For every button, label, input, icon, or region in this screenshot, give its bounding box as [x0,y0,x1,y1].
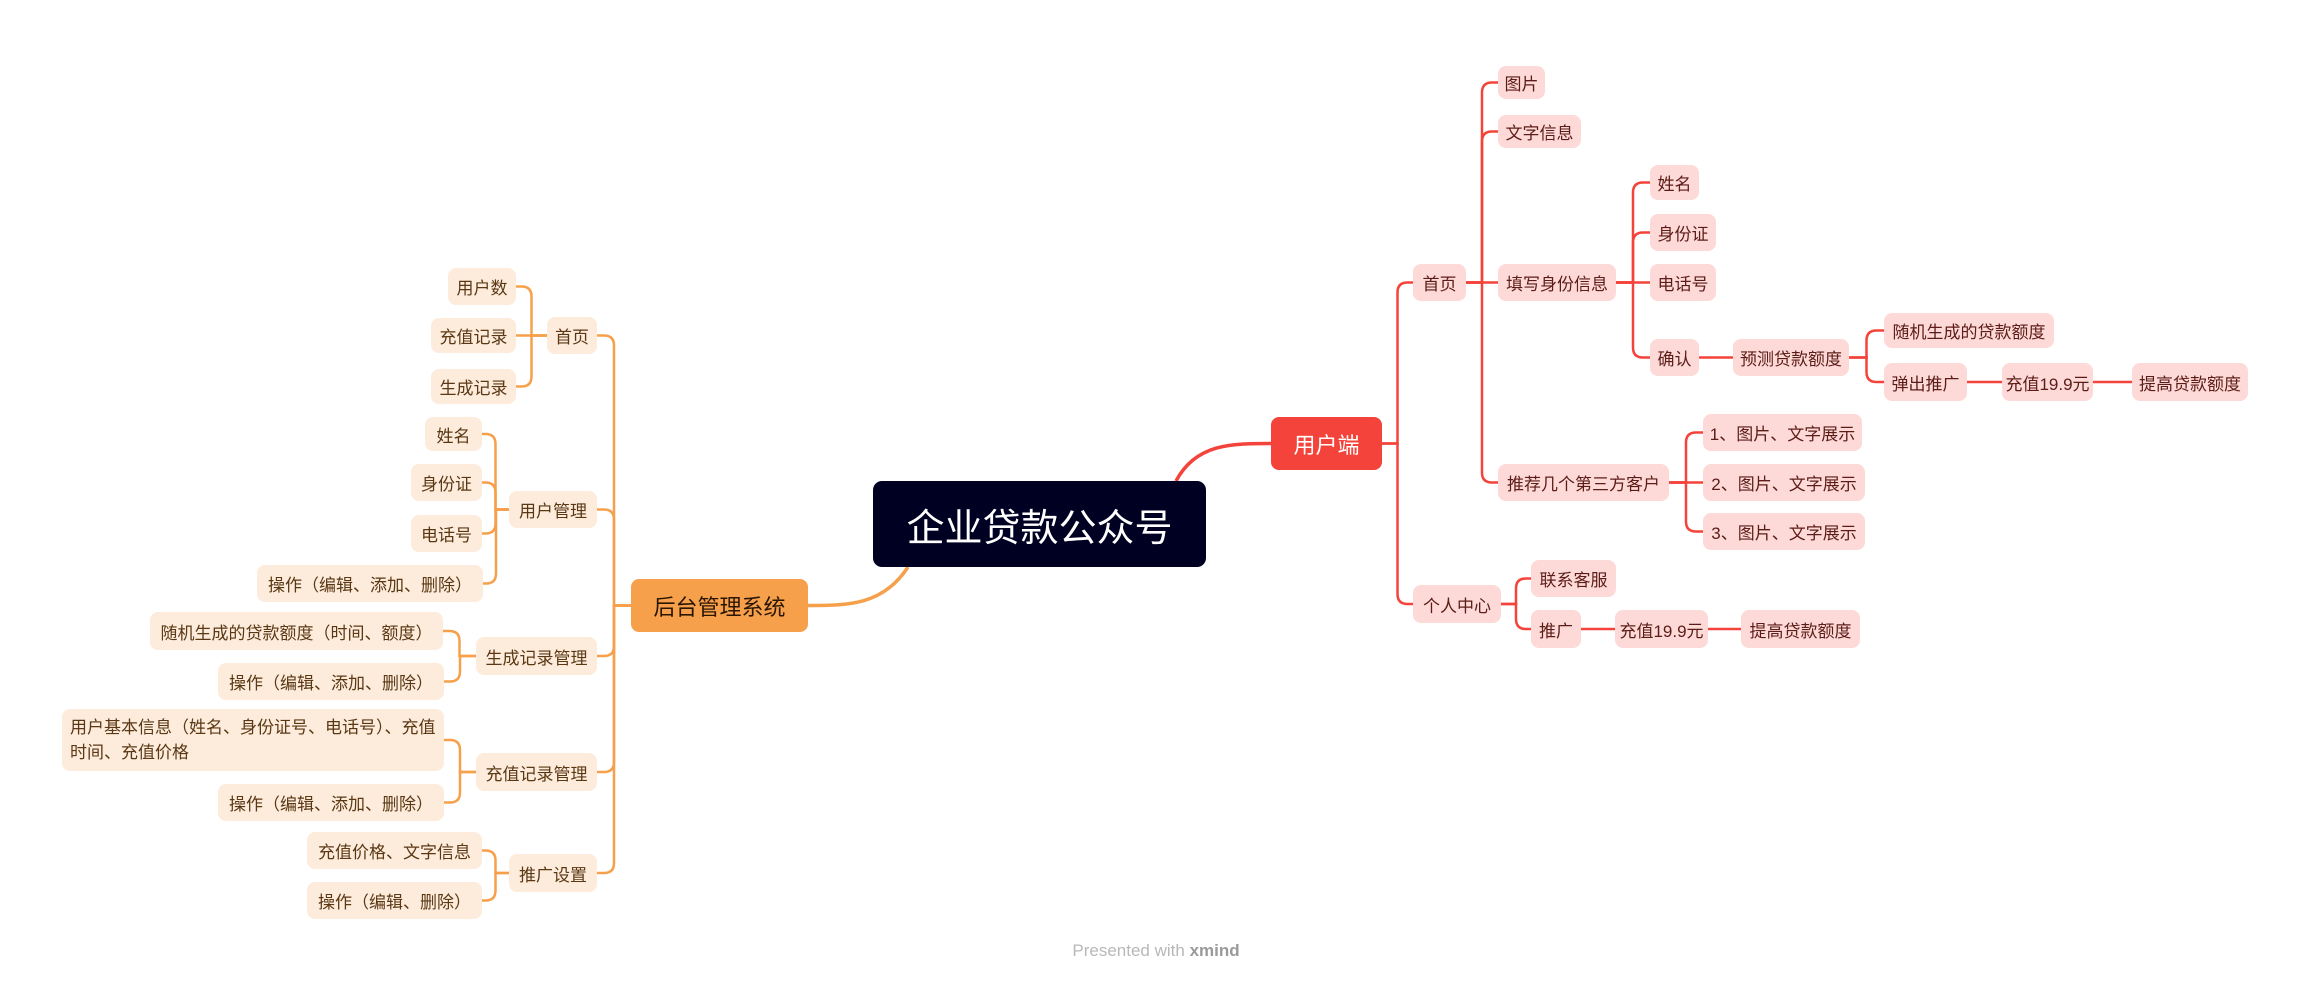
admin-home[interactable]: 首页 [547,317,597,354]
admin-home-item[interactable]: 生成记录 [431,369,516,404]
user-management[interactable]: 用户管理 [509,491,597,528]
xmind-brand: xmind [1189,941,1240,960]
connector-line [516,285,547,337]
user-home-text-info[interactable]: 文字信息 [1498,115,1581,148]
promotion-settings[interactable]: 推广设置 [509,854,597,892]
fill-identity[interactable]: 填写身份信息 [1498,264,1616,301]
predict-loan-amount[interactable]: 预测贷款额度 [1733,339,1849,376]
connector-line [1616,181,1650,284]
connector-line [443,629,476,658]
connector-line [1669,481,1703,533]
connector-line [1849,356,1884,384]
branch-user-side[interactable]: 用户端 [1271,417,1382,470]
connector-line [444,738,476,774]
user-home[interactable]: 首页 [1413,264,1466,301]
central-topic[interactable]: 企业贷款公众号 [873,481,1206,567]
promo-settings-item[interactable]: 充值价格、文字信息 [307,832,482,869]
connector-line [444,770,476,804]
recharge-mgmt-item[interactable]: 用户基本信息（姓名、身份证号、电话号）、充值时间、充值价格 [62,709,444,771]
user-mgmt-item[interactable]: 操作（编辑、添加、删除） [257,565,483,602]
connector-line [1174,441,1272,482]
promo-settings-item[interactable]: 操作（编辑、删除） [307,882,482,919]
connector-line [597,604,631,875]
connector-line [482,432,509,511]
identity-phone[interactable]: 电话号 [1650,264,1716,301]
admin-home-item[interactable]: 充值记录 [431,318,516,353]
connector-line [1466,130,1498,284]
connector-line [482,871,509,902]
admin-home-item[interactable]: 用户数 [448,268,516,305]
connector-line [1616,281,1650,359]
branch-admin-system[interactable]: 后台管理系统 [631,579,808,632]
user-home-image[interactable]: 图片 [1498,66,1545,99]
connector-line [516,334,547,388]
footer: Presented with xmind [0,941,2312,961]
gen-mgmt-item[interactable]: 操作（编辑、添加、删除） [218,663,444,700]
footer-prefix: Presented with [1072,941,1185,960]
connector-line [1501,602,1531,631]
connector-line [1501,577,1531,606]
connector-line [597,508,631,607]
connector-line [483,508,509,585]
personal-recharge[interactable]: 充值19.9元 [1615,610,1708,648]
popup-promo[interactable]: 弹出推广 [1884,363,1967,401]
generation-record-management[interactable]: 生成记录管理 [476,637,597,675]
connector-line [1669,431,1703,484]
gen-mgmt-item[interactable]: 随机生成的贷款额度（时间、额度） [150,612,443,650]
connector-line [482,849,509,875]
connector-line [1382,442,1413,606]
personal-center[interactable]: 个人中心 [1413,585,1501,623]
popup-raise-amount[interactable]: 提高贷款额度 [2132,363,2248,401]
contact-support[interactable]: 联系客服 [1531,560,1616,597]
recommend-third-party[interactable]: 推荐几个第三方客户 [1498,464,1669,501]
connector-line [1382,281,1413,445]
connector-line [444,654,476,683]
user-mgmt-item[interactable]: 姓名 [425,417,482,451]
connector-line [1616,231,1650,284]
recharge-mgmt-item[interactable]: 操作（编辑、添加、删除） [218,784,444,821]
random-loan-amount[interactable]: 随机生成的贷款额度 [1884,313,2054,348]
user-mgmt-item[interactable]: 电话号 [411,515,482,552]
recommend-item[interactable]: 1、图片、文字展示 [1703,414,1862,451]
connector-line [1849,329,1884,359]
recommend-item[interactable]: 3、图片、文字展示 [1703,513,1865,550]
recharge-record-management[interactable]: 充值记录管理 [476,753,597,791]
popup-recharge[interactable]: 充值19.9元 [2002,363,2093,401]
personal-promo[interactable]: 推广 [1531,610,1581,648]
identity-name[interactable]: 姓名 [1650,165,1699,200]
user-mgmt-item[interactable]: 身份证 [411,464,482,501]
recommend-item[interactable]: 2、图片、文字展示 [1703,464,1865,501]
personal-raise-amount[interactable]: 提高贷款额度 [1741,610,1860,648]
connector-line [597,334,631,607]
identity-id-card[interactable]: 身份证 [1650,214,1716,251]
connector-line [1466,81,1498,284]
connector-line [1466,281,1498,484]
identity-confirm[interactable]: 确认 [1650,339,1699,376]
connector-line [482,481,509,511]
connector-line [807,566,910,608]
